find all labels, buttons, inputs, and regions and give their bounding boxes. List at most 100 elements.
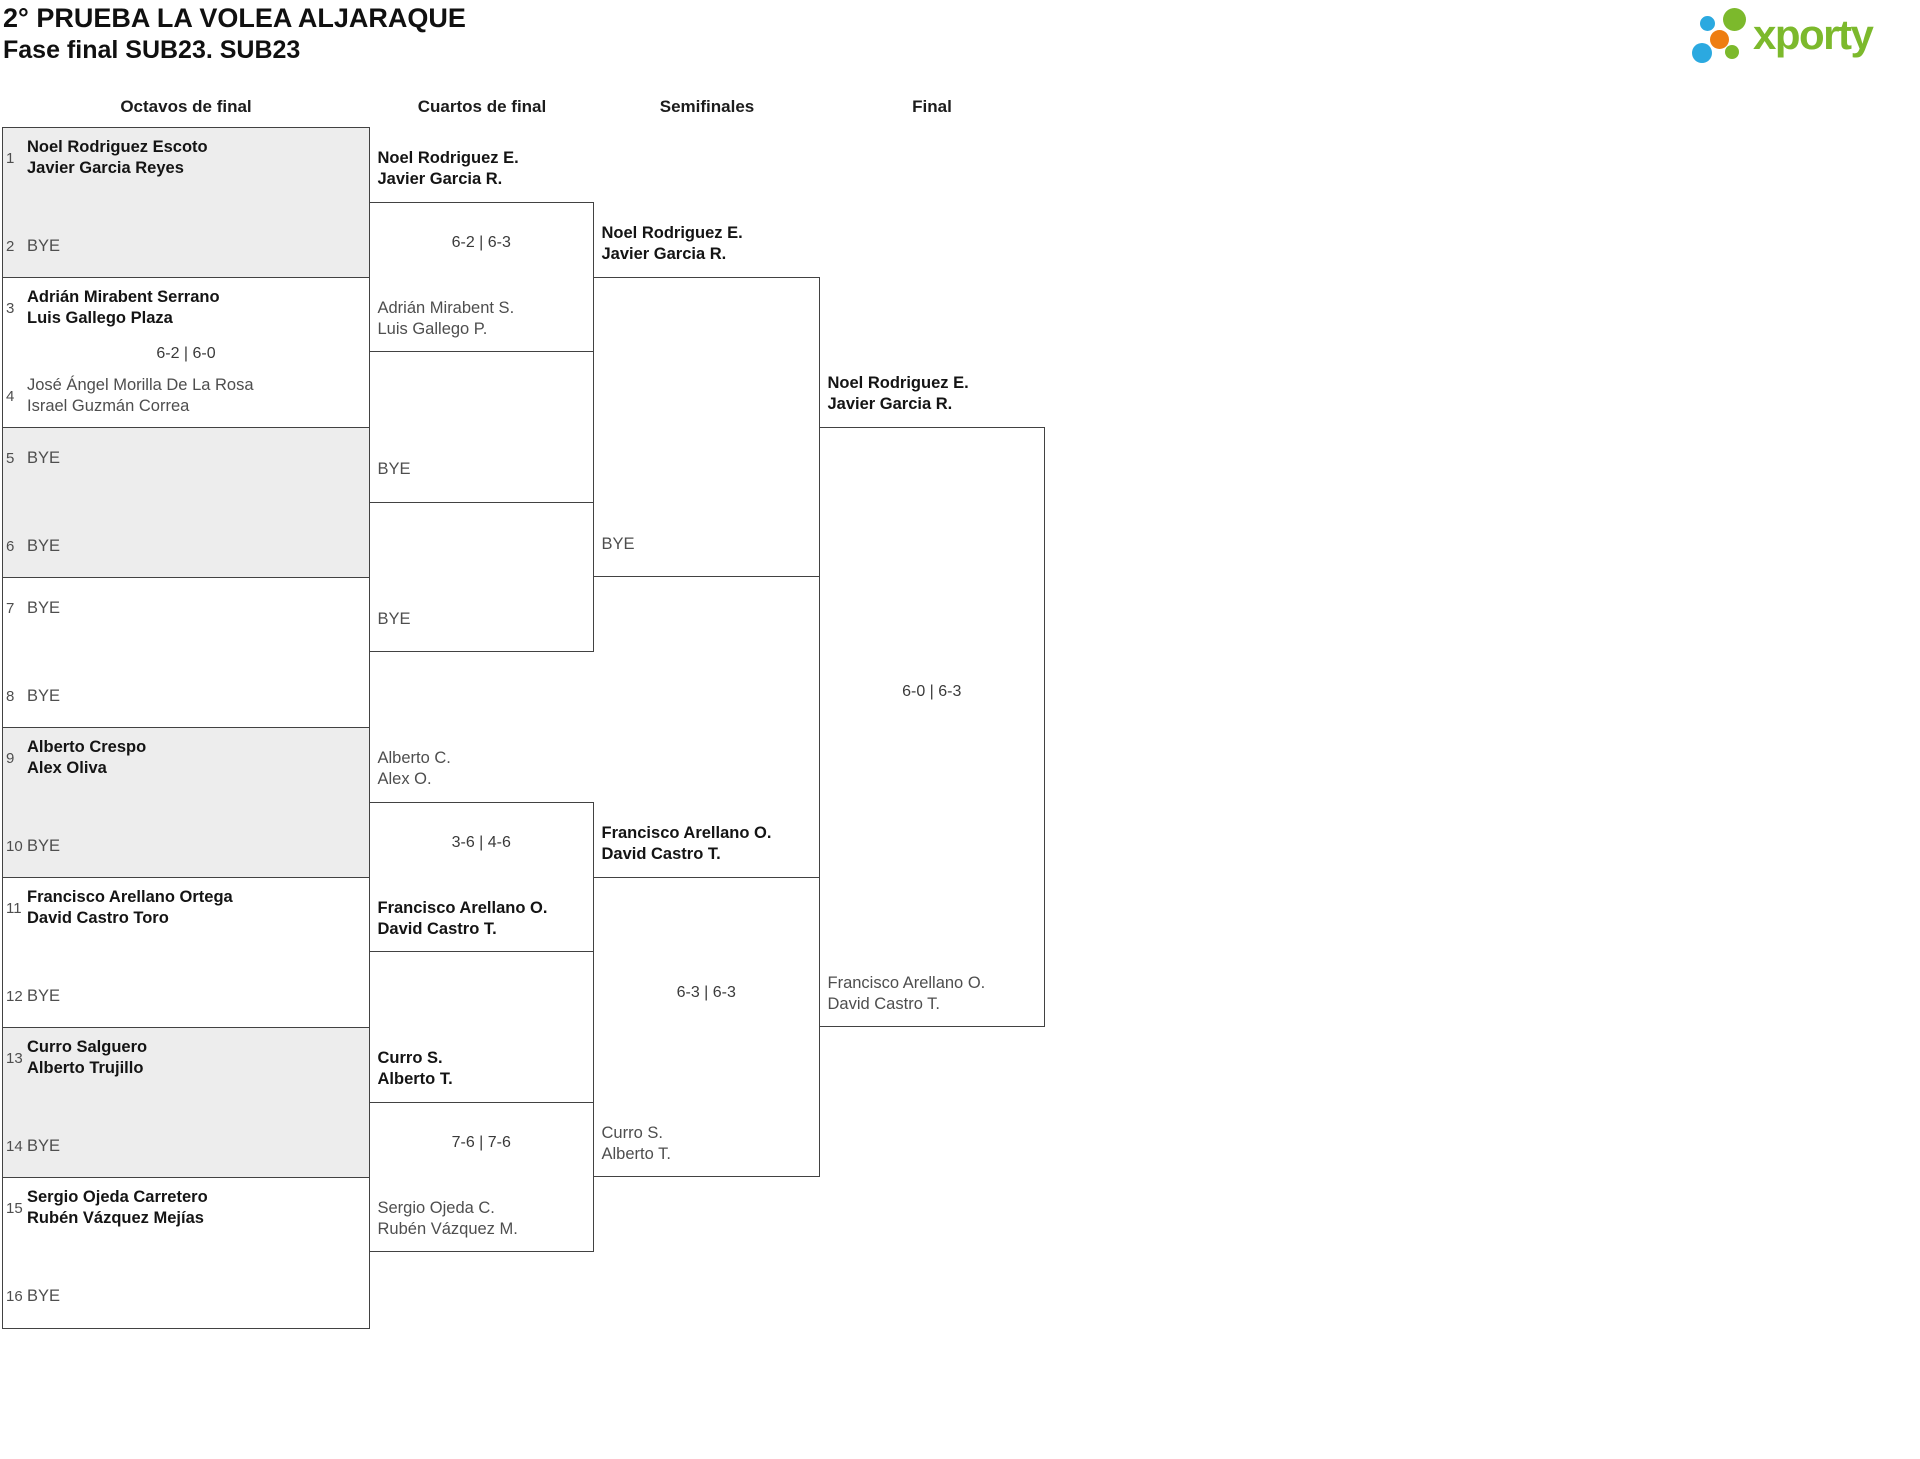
match-box [2, 1027, 370, 1179]
participant-names: Curro S.Alberto T. [377, 1049, 453, 1088]
match-box [368, 802, 594, 952]
page-title: 2° PRUEBA LA VOLEA ALJARAQUE [3, 3, 466, 33]
participant-names: Francisco Arellano O.David Castro T. [601, 824, 772, 863]
seed-number: 5 [6, 449, 15, 467]
match-box [368, 502, 594, 652]
bye-label: BYE [27, 836, 61, 855]
bye-label: BYE [377, 609, 411, 628]
participant-names: Adrián Mirabent S.Luis Gallego P. [377, 299, 515, 338]
participant-label: Curro S.Alberto T. [602, 1123, 812, 1165]
match-score: 6-3 | 6-3 [676, 984, 736, 1001]
seed-number: 8 [6, 687, 15, 705]
match-box [2, 877, 370, 1029]
participant-label: Noel Rodriguez E.Javier Garcia R. [378, 148, 586, 190]
seed-number: 13 [6, 1049, 23, 1067]
round-header-cuartos: Cuartos de final [417, 97, 547, 116]
round-header-semifinales: Semifinales [659, 97, 755, 116]
match-box [2, 127, 370, 279]
participant-label: Sergio Ojeda C.Rubén Vázquez M. [378, 1198, 586, 1240]
participant-names: Francisco Arellano O.David Castro T. [827, 974, 986, 1013]
xporty-logo[interactable]: xporty [1689, 7, 1914, 67]
logo-dot-green-small-icon [1725, 45, 1739, 59]
seed-number: 3 [6, 299, 15, 317]
participant-label: BYE [378, 598, 586, 640]
participant-label: Francisco Arellano O.David Castro T. [602, 823, 812, 865]
match-score: 6-2 | 6-0 [156, 345, 216, 362]
match-box [818, 427, 1045, 1027]
match-box [592, 277, 820, 577]
logo-dot-orange-icon [1709, 29, 1729, 49]
bye-label: BYE [27, 536, 61, 555]
seed-number: 11 [6, 899, 22, 917]
title-block: 2° PRUEBA LA VOLEA ALJARAQUE Fase final … [3, 2, 466, 66]
match-score: 3-6 | 4-6 [451, 834, 511, 851]
participant-slot: 7 BYE [6, 587, 362, 629]
participant-label: Francisco Arellano O.David Castro T. [378, 898, 586, 940]
match-score: 6-2 | 6-3 [451, 234, 511, 251]
bye-label: BYE [27, 1286, 61, 1305]
match-box [368, 202, 594, 352]
participant-names: Francisco Arellano O.David Castro T. [377, 899, 548, 938]
bye-label: BYE [27, 1136, 61, 1155]
seed-number: 2 [6, 237, 15, 255]
seed-number: 15 [6, 1199, 23, 1217]
bye-label: BYE [377, 459, 411, 478]
participant-names: Curro S.Alberto T. [601, 1124, 671, 1163]
participant-names: Alberto C.Alex O. [377, 749, 451, 788]
seed-number: 16 [6, 1287, 23, 1305]
logo-dot-blue-small-icon [1699, 15, 1715, 31]
participant-label: Noel Rodriguez E.Javier Garcia R. [828, 373, 1037, 415]
bye-label: BYE [27, 986, 61, 1005]
seed-number: 6 [6, 537, 15, 555]
seed-number: 1 [6, 149, 15, 167]
bye-label: BYE [601, 534, 635, 553]
match-score: 7-6 | 7-6 [451, 1134, 511, 1151]
participant-label: Noel Rodriguez E.Javier Garcia R. [602, 223, 812, 265]
page-subtitle: Fase final SUB23. SUB23 [3, 36, 301, 64]
participant-names: Noel Rodriguez E.Javier Garcia R. [601, 224, 743, 263]
round-header-final: Final [912, 97, 952, 116]
participant-slot: 2 BYE [6, 225, 362, 267]
participant-names: Noel Rodriguez E.Javier Garcia R. [377, 149, 519, 188]
participant-slot: 6 BYE [6, 525, 362, 567]
bye-label: BYE [27, 236, 61, 255]
match-score: 6-0 | 6-3 [902, 683, 962, 700]
participant-names: Noel Rodriguez E.Javier Garcia R. [827, 374, 969, 413]
match-box [2, 277, 370, 429]
seed-number: 9 [6, 749, 15, 767]
bye-label: BYE [27, 598, 61, 617]
match-box [2, 1177, 370, 1329]
match-box [592, 877, 820, 1177]
participant-label: Curro S.Alberto T. [378, 1048, 586, 1090]
logo-wordmark: xporty [1753, 11, 1874, 58]
participant-label: BYE [378, 448, 586, 490]
round-header-octavos: Octavos de final [120, 97, 252, 116]
seed-number: 7 [6, 599, 15, 617]
logo-dot-blue-big-icon [1692, 43, 1712, 63]
logo-dot-green-big-icon [1722, 7, 1746, 31]
seed-number: 12 [6, 987, 23, 1005]
participant-label: Alberto C.Alex O. [378, 748, 586, 790]
seed-number: 10 [6, 837, 23, 855]
